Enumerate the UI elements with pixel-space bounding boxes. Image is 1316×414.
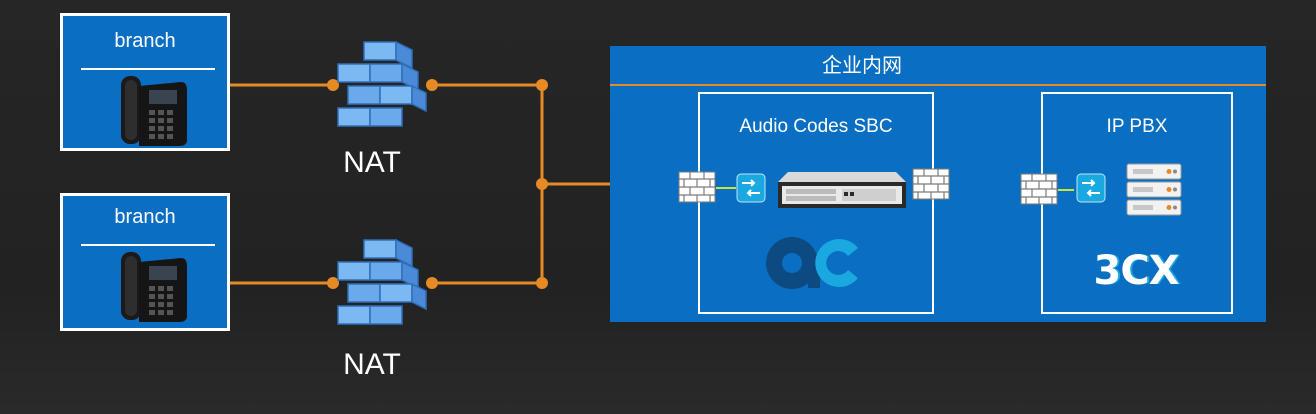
desk-phone-icon (121, 252, 187, 322)
intranet-divider (610, 84, 1266, 86)
firewall-brick-icon (337, 40, 427, 127)
branch-label: branch (114, 206, 176, 228)
sbc-appliance-icon (778, 172, 906, 208)
sbc-title: Audio Codes SBC (739, 116, 893, 137)
firewall-brick-icon (912, 168, 950, 200)
firewall-brick-icon (678, 171, 716, 203)
pbx-title: IP PBX (1106, 116, 1168, 137)
intranet-panel: 企业内网 Audio Codes SBC (610, 46, 1266, 322)
pbx-box: IP PBX 3CX (1041, 92, 1233, 314)
internal-link (716, 187, 736, 189)
switch-icon (1076, 173, 1106, 203)
audiocodes-logo-icon (766, 237, 858, 289)
branch-box-2: branch (60, 193, 230, 331)
internal-link (1058, 189, 1074, 191)
intranet-title: 企业内网 (822, 55, 902, 77)
branch-divider (81, 244, 215, 246)
3cx-logo-text: 3CX (1093, 248, 1179, 294)
branch-label: branch (114, 30, 176, 52)
firewall-brick-icon (1020, 173, 1058, 205)
nat-label: NAT (343, 146, 401, 179)
sbc-box: Audio Codes SBC (698, 92, 934, 314)
switch-icon (736, 173, 766, 203)
branch-box-1: branch (60, 13, 230, 151)
desk-phone-icon (121, 76, 187, 146)
branch-divider (81, 68, 215, 70)
firewall-brick-icon (337, 238, 427, 325)
3cx-logo-icon: 3CX (1081, 248, 1191, 294)
server-stack-icon (1126, 163, 1182, 216)
nat-label: NAT (343, 348, 401, 381)
